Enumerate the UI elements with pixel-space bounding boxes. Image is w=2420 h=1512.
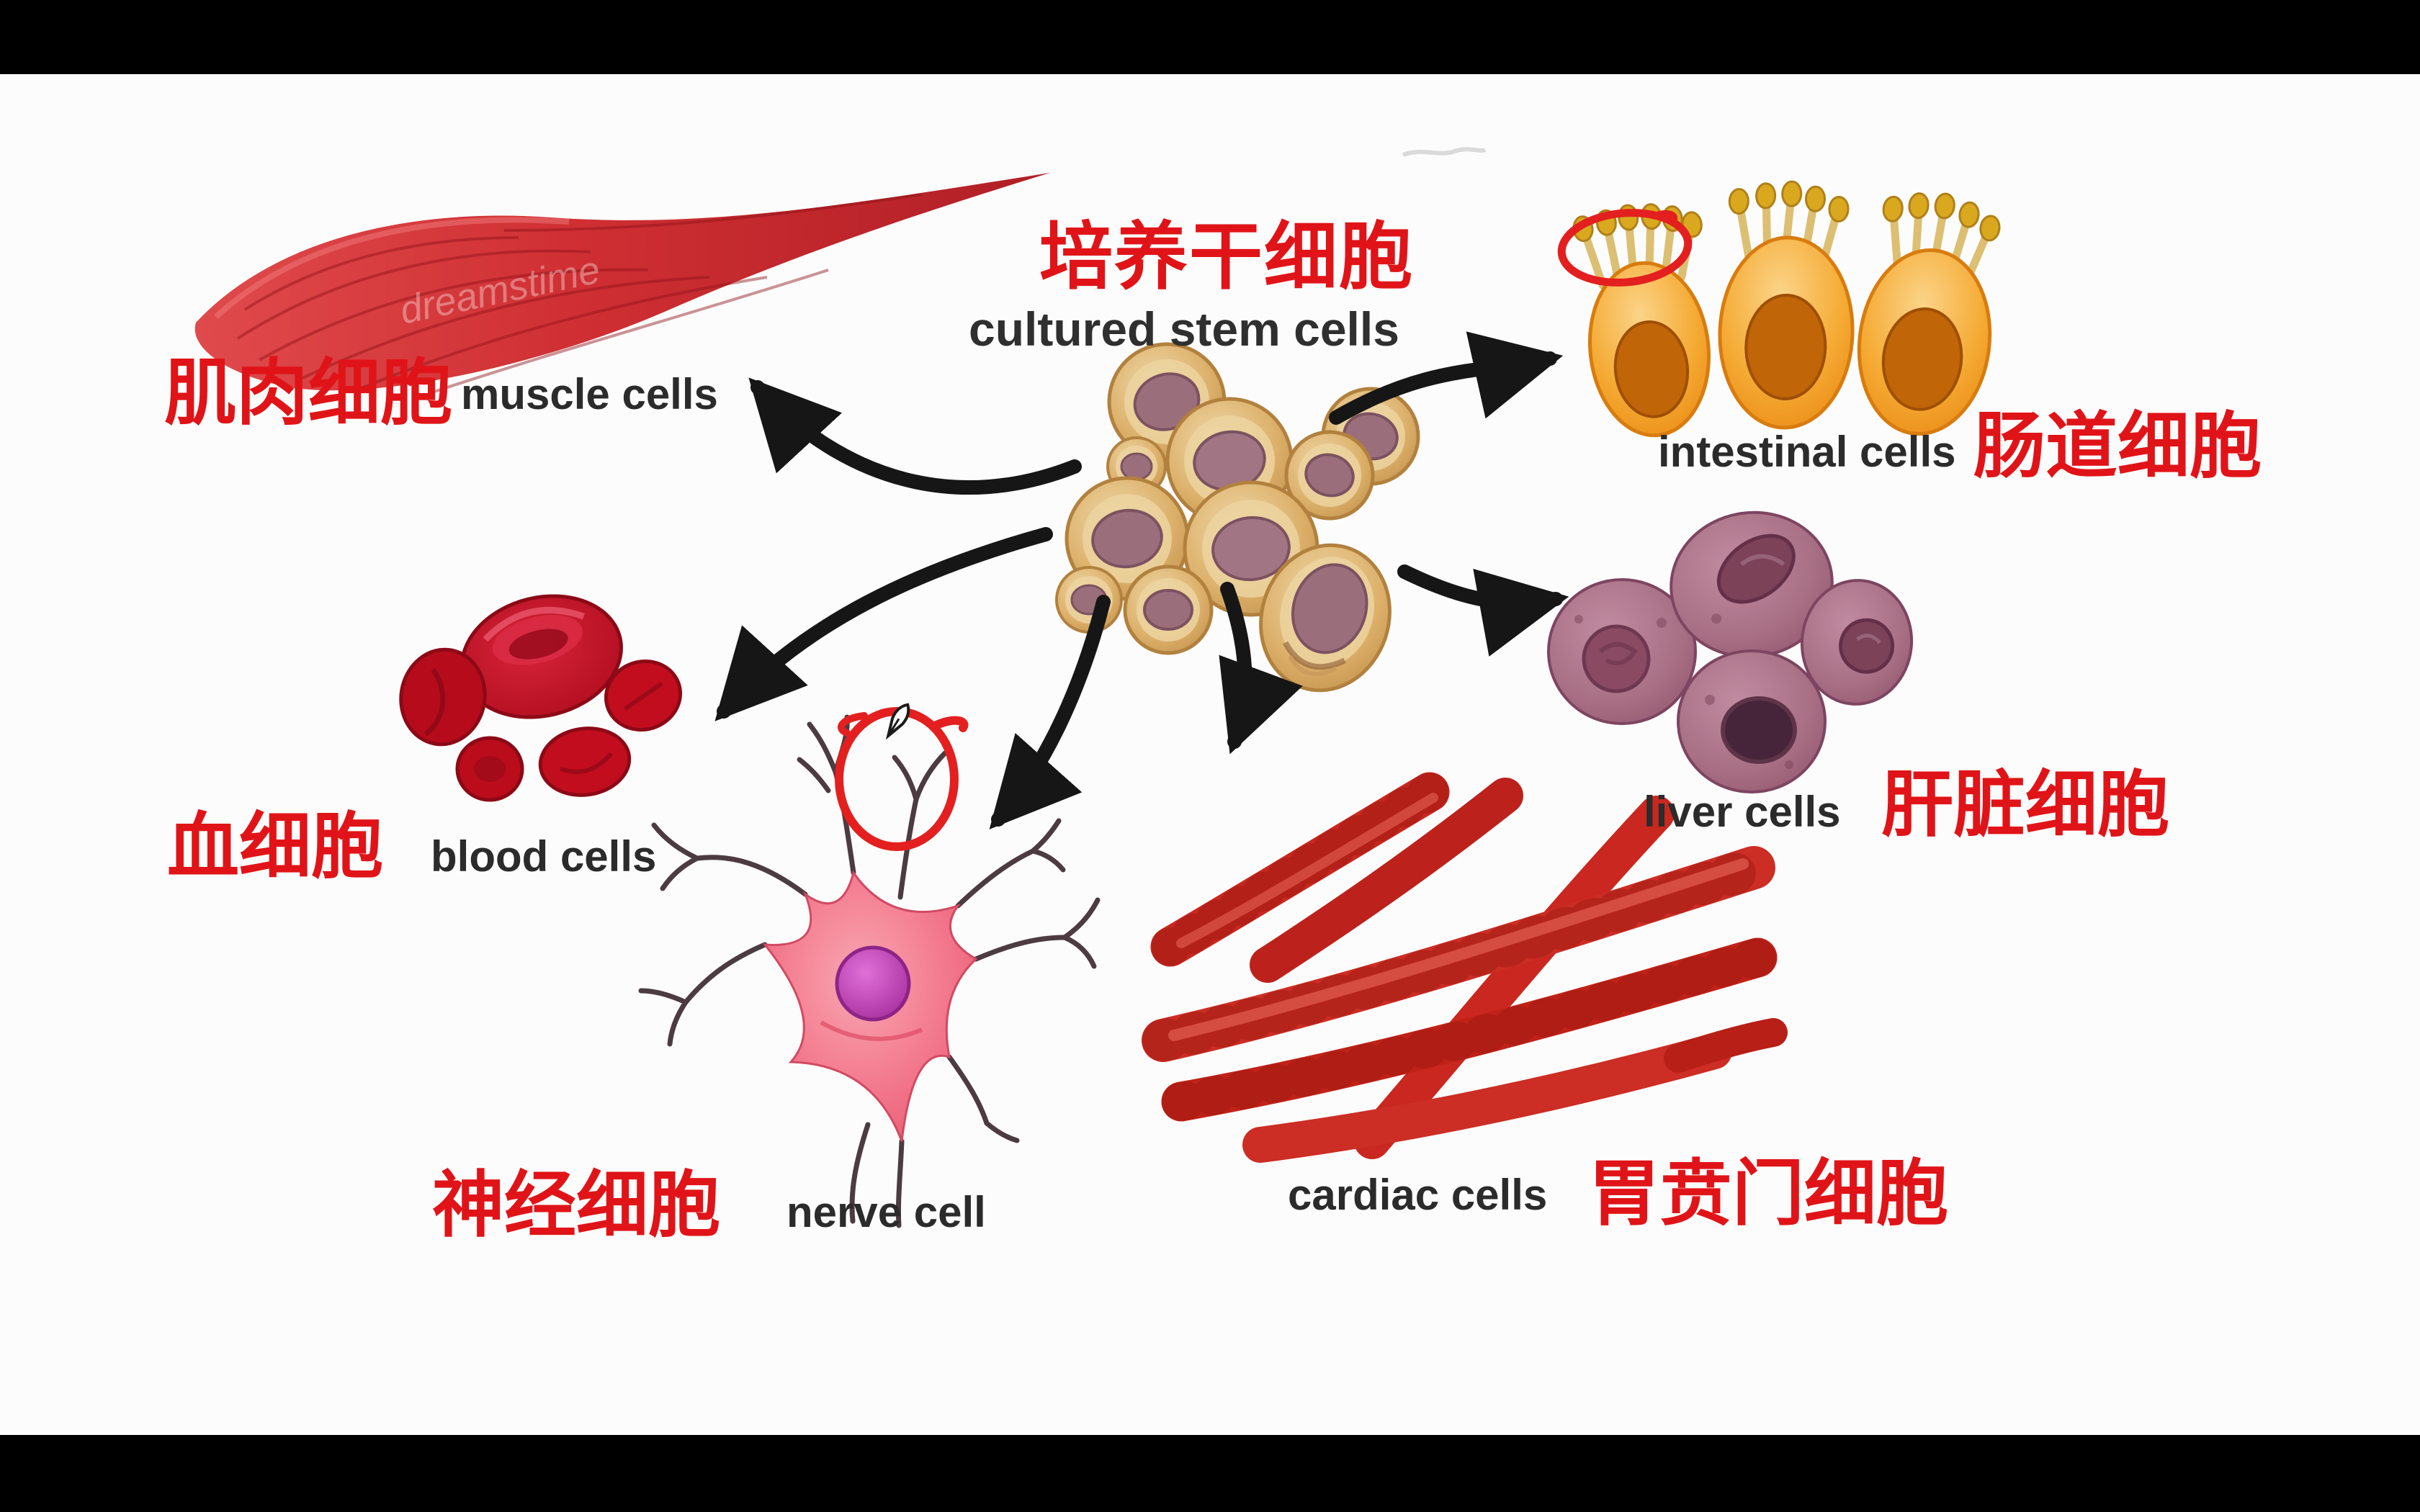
title-chinese: 培养干细胞 bbox=[1039, 216, 1414, 298]
arrow-to-muscle-cells bbox=[748, 377, 1082, 495]
liver-label-chinese: 肝脏细胞 bbox=[1881, 765, 2169, 845]
red-circle-annotation-nerve bbox=[835, 707, 969, 851]
muscle-label-english: muscle cells bbox=[461, 370, 718, 418]
muscle-cells-illustration: dreamstime bbox=[194, 173, 1050, 394]
nerve-label-chinese: 神经细胞 bbox=[432, 1165, 720, 1246]
nerve-cell-illustration bbox=[638, 714, 1101, 1228]
liver-label-english: liver cells bbox=[1644, 788, 1841, 836]
blood-cells-illustration bbox=[399, 594, 683, 802]
arrow-to-nerve-cell bbox=[989, 595, 1111, 829]
blood-label-chinese: 血细胞 bbox=[167, 806, 383, 887]
liver-cells-illustration bbox=[1547, 510, 1914, 793]
intestinal-label-english: intestinal cells bbox=[1658, 428, 1956, 476]
top-letterbox-bar bbox=[0, 0, 2420, 74]
faint-smudge bbox=[1402, 147, 1487, 157]
title-english: cultured stem cells bbox=[969, 302, 1399, 356]
cardiac-cells-illustration bbox=[1142, 772, 1788, 1163]
nerve-dendrites bbox=[638, 714, 1101, 1228]
differentiation-arrows bbox=[714, 331, 1569, 829]
arrow-to-liver-cells bbox=[1397, 564, 1569, 657]
stem-cells-illustration bbox=[1055, 342, 1420, 693]
bottom-letterbox-bar bbox=[0, 1435, 2420, 1512]
intestinal-cells-illustration bbox=[1572, 180, 2001, 438]
nerve-label-english: nerve cell bbox=[786, 1188, 986, 1236]
arrow-to-cardiac-cells bbox=[1219, 582, 1303, 755]
arrow-to-intestinal-cells bbox=[1329, 331, 1564, 425]
intestinal-label-chinese: 肠道细胞 bbox=[1973, 406, 2262, 487]
cardiac-label-english: cardiac cells bbox=[1288, 1171, 1548, 1219]
blood-label-english: blood cells bbox=[431, 832, 657, 881]
cardiac-label-chinese: 胃贲门细胞 bbox=[1588, 1153, 1948, 1234]
red-circle-annotation-intestinal bbox=[1557, 209, 1693, 287]
muscle-label-chinese: 肌肉细胞 bbox=[164, 353, 452, 433]
nerve-nucleus bbox=[835, 945, 911, 1022]
pen-cursor-icon bbox=[885, 703, 910, 740]
arrow-to-blood-cells bbox=[714, 527, 1053, 721]
